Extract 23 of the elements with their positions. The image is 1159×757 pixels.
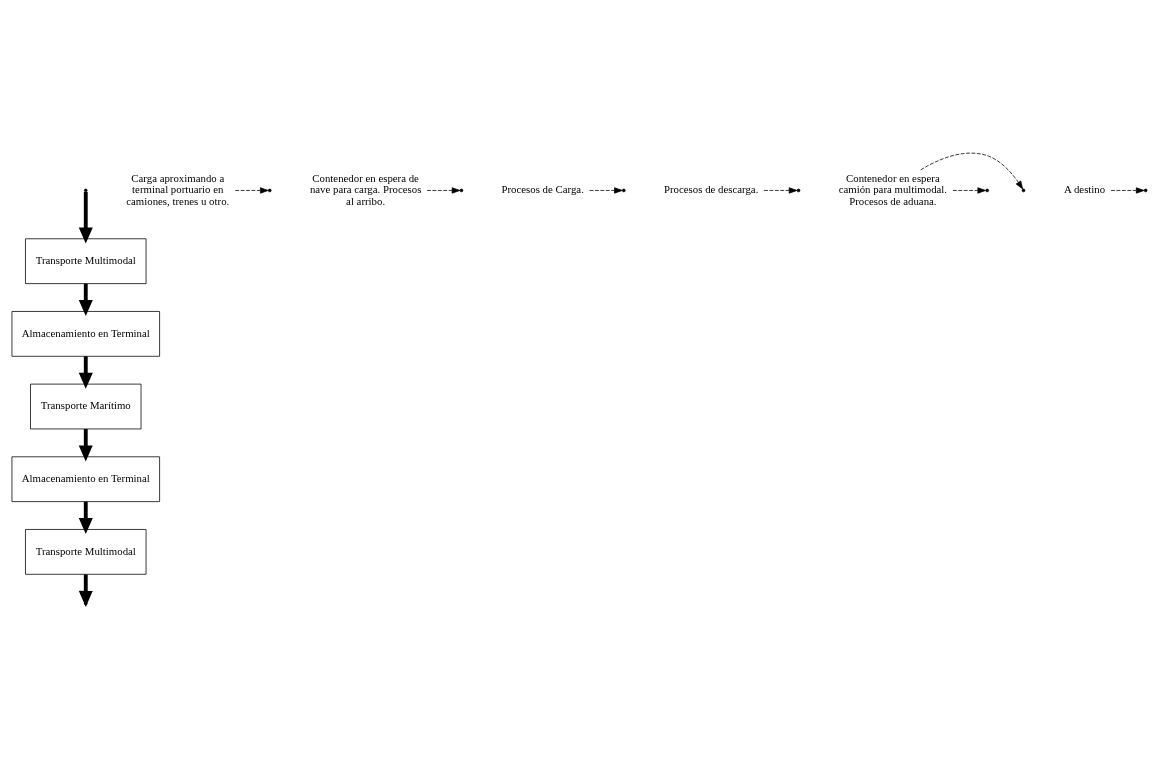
node-box: Transporte Multimodal <box>25 528 147 575</box>
arrow <box>234 186 269 194</box>
arrow <box>78 428 93 461</box>
arrow <box>426 186 461 194</box>
node-text: A destino <box>1064 182 1106 195</box>
node-box: Almacenamiento en Terminal <box>11 310 160 357</box>
node-box: Transporte Marítimo <box>30 383 142 429</box>
node-text: Procesos de Carga. <box>501 182 584 195</box>
arrow <box>952 186 986 194</box>
arrow <box>763 186 798 194</box>
arrow <box>78 355 93 389</box>
node-text: Contenedor en espera camión para multimodal. Procesos de aduana. <box>838 171 948 207</box>
node-text: Carga aproximando a terminal portuario en camiones, trenes u otro. <box>126 171 230 207</box>
node-box: Almacenamiento en Terminal <box>11 455 160 502</box>
node-text: Contenedor en espera de nave para carga. Procesos al arribo. <box>309 171 422 207</box>
arrow <box>78 283 93 316</box>
arrow <box>589 186 623 194</box>
arrow <box>78 501 93 534</box>
node-box: Transporte Multimodal <box>25 237 147 284</box>
arrow <box>1110 186 1145 194</box>
arrow <box>78 191 93 243</box>
arrow <box>920 152 1024 189</box>
node-text: Procesos de descarga. <box>664 182 759 195</box>
